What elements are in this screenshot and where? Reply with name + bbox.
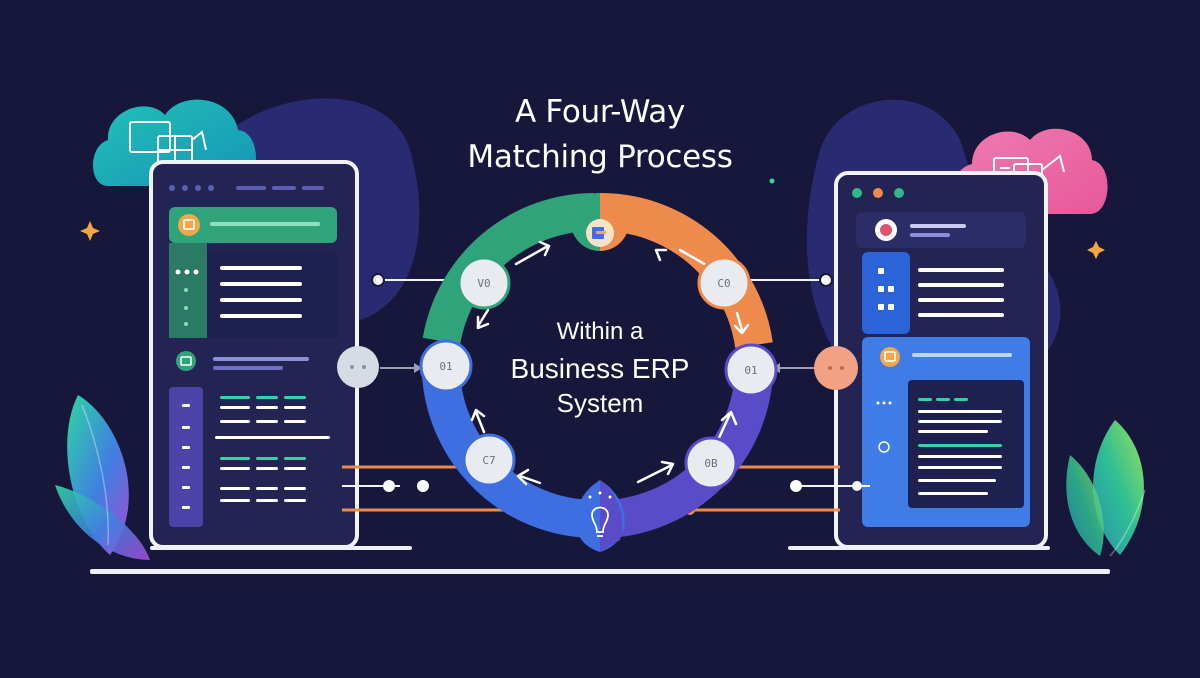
window-dots — [169, 185, 324, 191]
info-icon — [878, 441, 890, 453]
cycle-node-label: V0 — [477, 277, 491, 290]
cycle-node-top — [571, 193, 629, 251]
left-panel-green-sidebar — [169, 243, 207, 338]
cycle-arrows — [470, 240, 750, 486]
cycle-node-label: C0 — [717, 277, 731, 290]
connector-node-peach — [814, 346, 858, 390]
browser-icon — [178, 214, 200, 236]
cycle-node-label: C7 — [482, 454, 496, 467]
window-dot-green — [894, 188, 904, 198]
cycle-node-label: 01 — [439, 360, 453, 373]
folder-icon — [880, 347, 900, 367]
left-device-base — [150, 546, 412, 550]
cycle-segment-green — [422, 193, 595, 345]
leaf-right — [1066, 420, 1146, 557]
right-device-base — [788, 546, 1050, 550]
window-dot-orange — [873, 188, 883, 198]
cycle-nodes — [419, 256, 778, 490]
window-dot-green — [852, 188, 862, 198]
cycle-node-label: 01 — [744, 364, 758, 377]
cycle-node — [684, 436, 738, 490]
cycle-node — [697, 256, 751, 310]
center-text-line-3: System — [556, 388, 644, 418]
right-device — [834, 171, 1048, 549]
cycle-node-bottom-lightbulb — [575, 480, 625, 552]
cycle-node — [457, 256, 511, 310]
connector-node-grey — [337, 346, 379, 388]
center-text-line-1: Within a — [556, 318, 644, 345]
ground-line — [90, 569, 1110, 574]
center-text-line-2: Business ERP — [510, 353, 690, 384]
cycle-node — [724, 343, 778, 397]
sparkle-dot — [769, 178, 775, 184]
cycle-node — [462, 433, 516, 487]
title-line-1: A Four-Way — [514, 94, 686, 130]
left-panel-content — [207, 251, 337, 338]
title-line-2: Matching Process — [467, 139, 733, 175]
cycle-node — [419, 339, 473, 393]
left-device — [149, 160, 359, 549]
right-panel-blue-sidebar — [862, 252, 910, 334]
lightbulb-icon — [591, 506, 609, 533]
right-panel-header — [856, 212, 1026, 248]
sparkle-icon — [80, 221, 100, 241]
cycle-node-label: 0B — [704, 457, 718, 470]
document-stack-icon — [129, 121, 207, 165]
leaf-left — [55, 395, 150, 560]
sparkle-icon — [1087, 241, 1105, 259]
left-panel-purple-sidebar — [169, 387, 203, 527]
cycle-segment-orange — [599, 192, 773, 349]
coins-icon — [176, 351, 196, 371]
